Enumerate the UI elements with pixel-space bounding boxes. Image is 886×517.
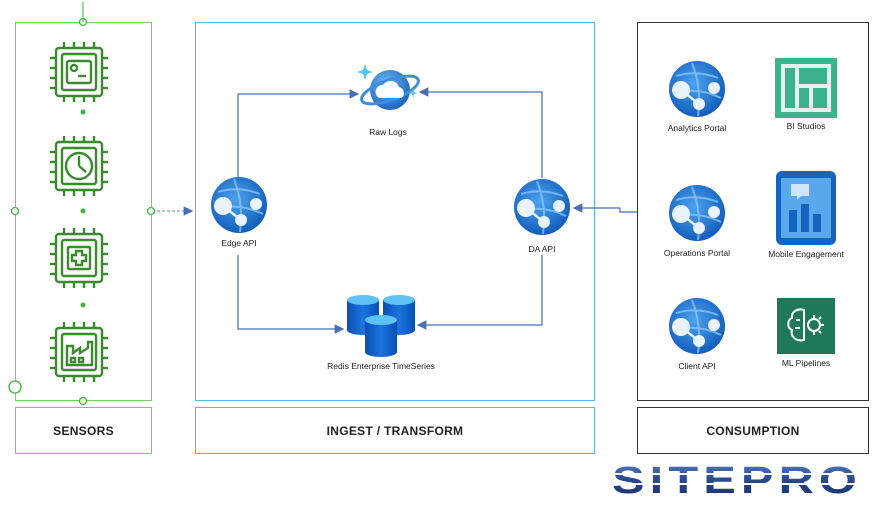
analytics-portal-label: Analytics Portal [667, 123, 727, 133]
sitepro-logo: SITEPRO [612, 460, 864, 502]
sitepro-logo-text: SITEPRO [612, 462, 862, 498]
chip-gauge-icon [50, 136, 108, 196]
chip-factory-icon [50, 322, 108, 382]
app-service-icon[interactable] [666, 60, 728, 118]
sensors-label: SENSORS [15, 407, 152, 454]
mobile-engagement-label: Mobile Engagement [768, 249, 844, 259]
app-service-icon[interactable] [666, 184, 728, 242]
app-service-icon[interactable] [666, 297, 728, 355]
cosmos-db-icon [357, 64, 420, 110]
chip-plus-icon [50, 228, 108, 288]
consumption-label: CONSUMPTION [637, 407, 869, 454]
client-api-label: Client API [678, 361, 716, 371]
da-api-label: DA API [528, 244, 556, 254]
edge-api-label: Edge API [221, 238, 257, 248]
bi-studios-label: BI Studios [786, 121, 826, 131]
operations-portal-label: Operations Portal [663, 248, 731, 258]
ingest-panel [195, 22, 595, 401]
app-service-icon[interactable] [511, 178, 573, 236]
mobile-app-icon[interactable] [775, 170, 837, 246]
redis-label: Redis Enterprise TimeSeries [327, 361, 435, 371]
chip-dashboard-icon [50, 42, 108, 102]
consumption-panel [637, 22, 869, 401]
edge-to-redis-arrow [237, 255, 345, 334]
ingest-label: INGEST / TRANSFORM [195, 407, 595, 454]
ml-pipelines-label: ML Pipelines [781, 358, 831, 368]
da-to-rawlogs-arrow [418, 87, 543, 178]
da-to-redis-arrow [416, 255, 543, 330]
bi-studios-icon[interactable] [775, 58, 837, 118]
app-service-icon[interactable] [208, 176, 270, 234]
ml-brain-icon[interactable] [777, 298, 835, 354]
edge-to-rawlogs-arrow [237, 89, 360, 178]
raw-logs-label: Raw Logs [369, 127, 407, 137]
redis-cache-icon [347, 295, 415, 357]
consumption-to-da-arrow [572, 203, 637, 213]
